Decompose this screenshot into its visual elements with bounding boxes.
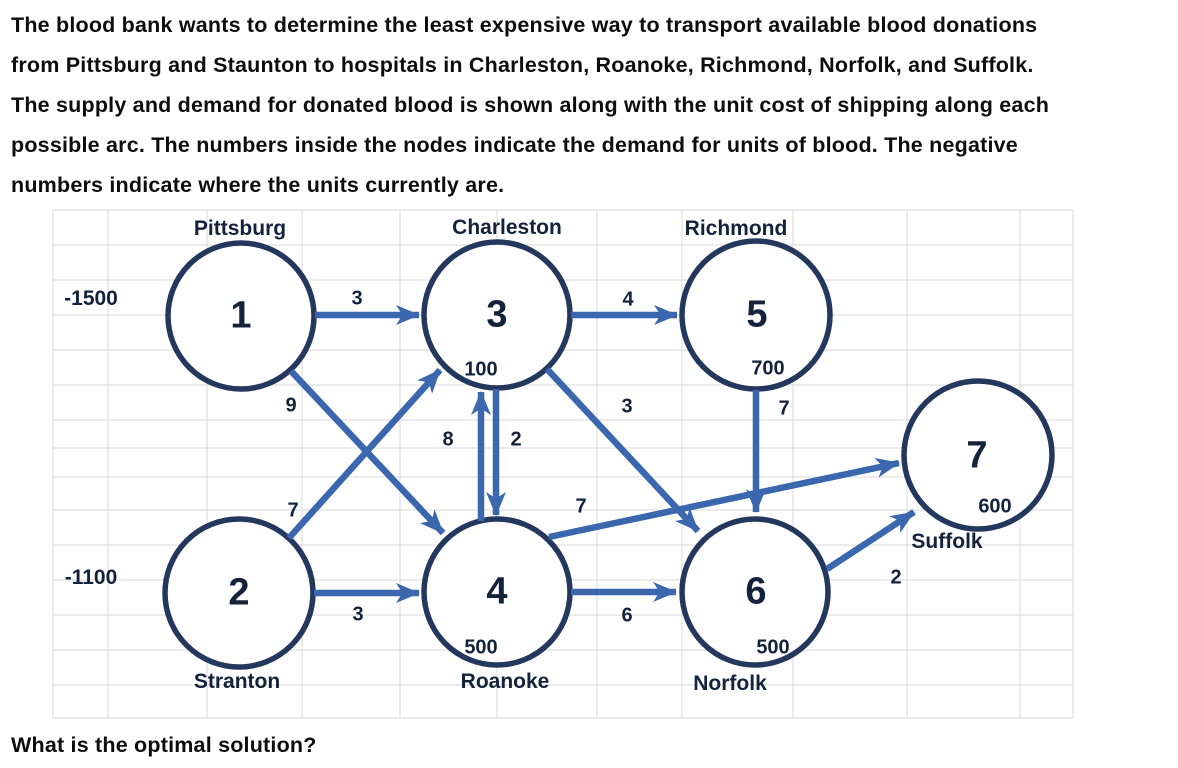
problem-statement: The blood bank wants to determine the le… [11, 5, 1049, 205]
problem-line-1: The blood bank wants to determine the le… [11, 13, 1038, 37]
arc-4-7-cost-label: 7 [575, 495, 587, 518]
node-7-circle [901, 378, 1055, 532]
node-3-circle [421, 239, 573, 391]
arc-2-4-cost-label: 3 [352, 603, 364, 626]
arc-5-6-cost-label: 7 [778, 397, 790, 420]
city-label-stranton: Stranton [193, 670, 281, 693]
demand-label-suffolk: 600 [978, 495, 1012, 518]
node-6-circle [679, 516, 831, 668]
arc-1-3-cost-label: 3 [351, 287, 363, 310]
arc-4-3-cost-label: 8 [442, 428, 454, 451]
city-label-roanoke: Roanoke [460, 670, 550, 693]
arc-1-4-cost-label: 9 [285, 394, 297, 417]
arc-3-5-cost-label: 4 [622, 288, 634, 311]
problem-line-4: possible arc. The numbers inside the nod… [11, 133, 1018, 157]
city-label-richmond: Richmond [684, 217, 788, 240]
node-3-number: 3 [486, 293, 508, 336]
city-label-pittsburg: Pittsburg [193, 217, 287, 240]
arc-6-7-cost-label: 2 [890, 566, 902, 589]
demand-label-roanoke: 500 [464, 636, 498, 659]
node-2-circle [162, 516, 316, 670]
node-4-number: 4 [486, 570, 508, 613]
supply-label-node-1: -1500 [64, 287, 118, 310]
supply-label-node-2: -1100 [64, 566, 118, 589]
city-label-norfolk: Norfolk [693, 672, 767, 695]
node-5-circle [679, 238, 833, 392]
node-1-number: 1 [230, 294, 252, 337]
arc-2-3 [286, 367, 443, 541]
node-7-number: 7 [966, 434, 988, 477]
nodes [162, 238, 1055, 670]
arc-4-7 [548, 457, 900, 541]
node-1-circle [165, 240, 317, 392]
arc-3-6 [544, 366, 701, 534]
node-5-number: 5 [746, 293, 768, 336]
arcs [286, 305, 916, 603]
demand-label-richmond: 700 [751, 357, 785, 380]
node-6-number: 6 [745, 570, 767, 613]
arc-3-6-cost-label: 3 [621, 395, 633, 418]
arc-2-3-cost-label: 7 [287, 499, 299, 522]
problem-line-3: The supply and demand for donated blood … [11, 93, 1050, 117]
arc-4-6-cost-label: 6 [621, 604, 633, 627]
demand-label-charleston: 100 [464, 358, 498, 381]
arc-6-7 [825, 509, 916, 572]
node-2-number: 2 [228, 571, 250, 614]
arc-3-4-cost-label: 2 [510, 428, 522, 451]
demand-label-norfolk: 500 [756, 636, 790, 659]
problem-line-5: numbers indicate where the units current… [11, 173, 505, 197]
city-label-suffolk: Suffolk [911, 530, 983, 553]
node-4-circle [421, 516, 573, 668]
city-label-charleston: Charleston [452, 216, 562, 239]
question-text: What is the optimal solution? [11, 733, 317, 757]
problem-line-2: from Pittsburg and Staunton to hospitals… [11, 53, 1034, 77]
